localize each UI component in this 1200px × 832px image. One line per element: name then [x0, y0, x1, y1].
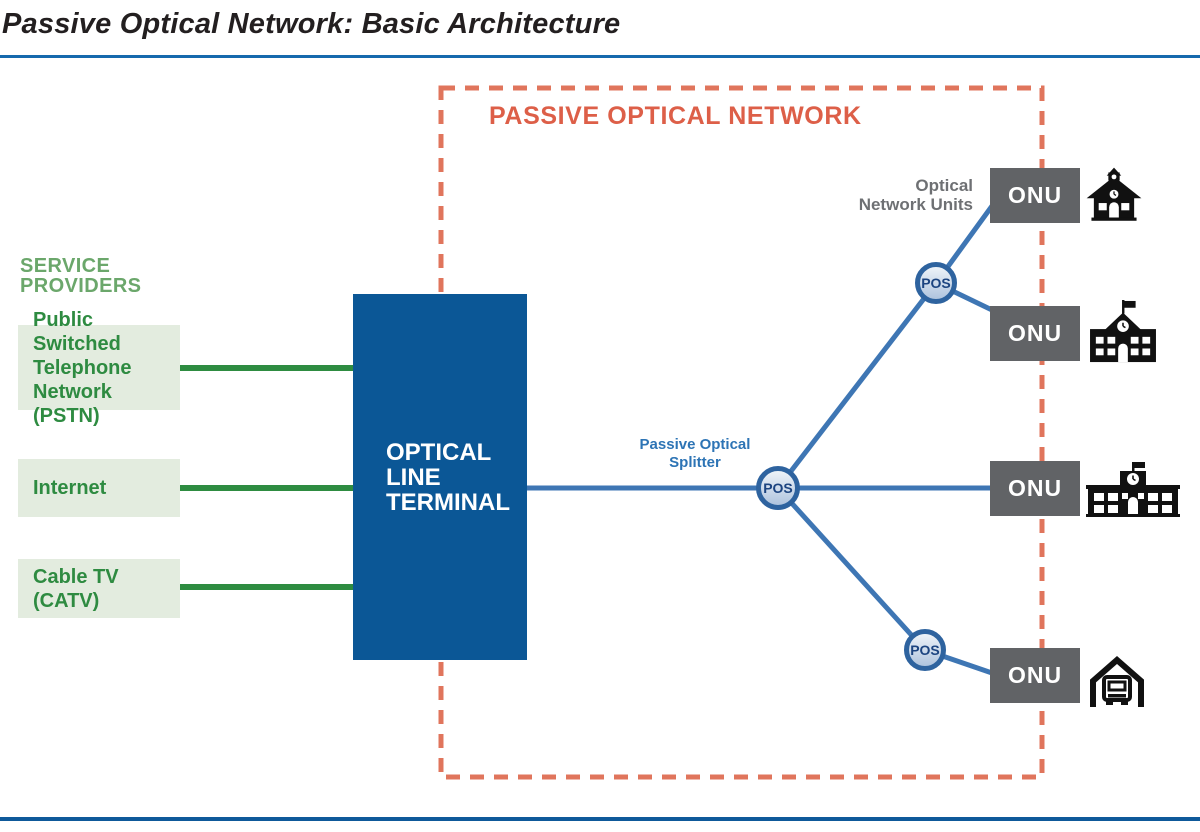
school-with-flag-icon — [1088, 300, 1158, 364]
onu-box-2: ONU — [990, 306, 1080, 361]
onu-box-3: ONU — [990, 461, 1080, 516]
pos-node-bottom: POS — [904, 629, 946, 671]
title-divider — [0, 55, 1200, 58]
provider-box-pstn: Public Switched Telephone Network (PSTN) — [18, 309, 180, 427]
provider-box-catv: Cable TV (CATV) — [18, 559, 180, 618]
provider-label-pstn: Public Switched Telephone Network (PSTN) — [33, 308, 132, 427]
optical-network-units-label: Optical Network Units — [858, 176, 973, 214]
pos-node-top: POS — [915, 262, 957, 304]
provider-label-catv: Cable TV (CATV) — [33, 565, 119, 612]
page-title: Passive Optical Network: Basic Architect… — [2, 8, 621, 40]
passive-optical-splitter-label: Passive Optical Splitter — [639, 436, 751, 471]
pon-boundary-label: PASSIVE OPTICAL NETWORK — [489, 102, 862, 130]
provider-box-internet: Internet — [18, 459, 180, 517]
university-building-icon — [1086, 462, 1180, 518]
provider-label-internet: Internet — [33, 477, 107, 499]
olt-label: OPTICAL LINE TERMINAL — [386, 438, 510, 516]
optical-line-terminal-box: OPTICAL LINE TERMINAL — [353, 294, 527, 660]
onu-box-1: ONU — [990, 168, 1080, 223]
onu-box-4: ONU — [990, 648, 1080, 703]
provider-links — [180, 365, 356, 590]
service-providers-heading: SERVICE PROVIDERS — [20, 255, 142, 297]
pos-node-main: POS — [756, 466, 800, 510]
schoolhouse-icon — [1085, 166, 1143, 224]
home-garage-icon — [1088, 652, 1146, 708]
bottom-divider — [0, 817, 1200, 821]
